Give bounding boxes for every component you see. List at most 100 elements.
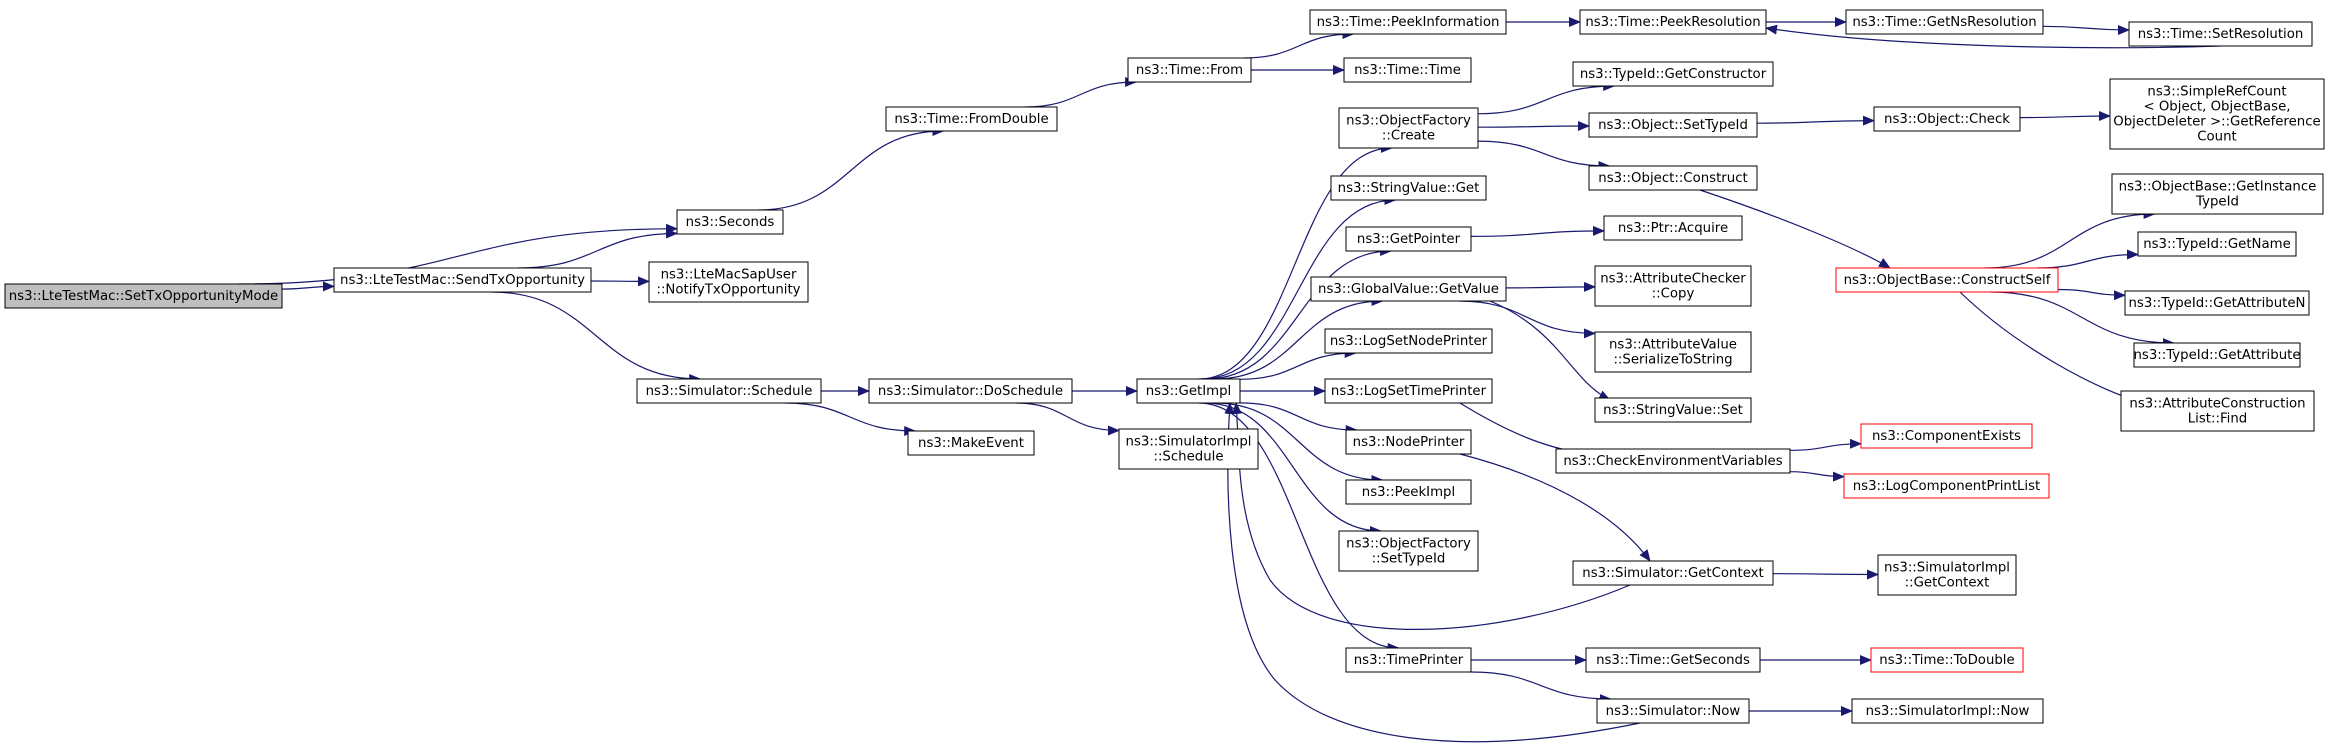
node-objsettypeid[interactable]: ns3::Object::SetTypeId xyxy=(1588,112,1758,138)
node-doschedule[interactable]: ns3::Simulator::DoSchedule xyxy=(868,378,1073,404)
node-getattribute[interactable]: ns3::TypeId::GetAttribute xyxy=(2133,342,2301,368)
node-box[interactable] xyxy=(1345,226,1472,252)
node-ofcreate[interactable]: ns3::ObjectFactory::Create xyxy=(1338,107,1479,149)
node-getattributen[interactable]: ns3::TypeId::GetAttributeN xyxy=(2124,290,2310,316)
node-box[interactable] xyxy=(1345,647,1472,673)
node-todouble[interactable]: ns3::Time::ToDouble xyxy=(1870,647,2024,673)
node-box[interactable] xyxy=(1860,423,2033,449)
node-box[interactable] xyxy=(1594,265,1752,307)
node-box[interactable] xyxy=(1136,378,1241,404)
node-box[interactable] xyxy=(1572,61,1774,87)
node-box[interactable] xyxy=(1843,473,2050,499)
node-box[interactable] xyxy=(1345,479,1472,505)
node-logcompprint[interactable]: ns3::LogComponentPrintList xyxy=(1843,473,2050,499)
node-objconstruct[interactable]: ns3::Object::Construct xyxy=(1588,165,1758,191)
node-notifytx[interactable]: ns3::LteMacSapUser::NotifyTxOpportunity xyxy=(648,261,809,303)
node-getimpl[interactable]: ns3::GetImpl xyxy=(1136,378,1241,404)
node-simimplgetctx[interactable]: ns3::SimulatorImpl::GetContext xyxy=(1877,554,2017,596)
node-box[interactable] xyxy=(636,378,822,404)
node-attrvalue[interactable]: ns3::AttributeValue::SerializeToString xyxy=(1594,331,1752,373)
node-box[interactable] xyxy=(2124,290,2310,316)
node-box[interactable] xyxy=(1572,560,1774,586)
node-constructself[interactable]: ns3::ObjectBase::ConstructSelf xyxy=(1835,267,2059,293)
node-box[interactable] xyxy=(1324,378,1493,404)
node-schedule[interactable]: ns3::Simulator::Schedule xyxy=(636,378,822,404)
node-box[interactable] xyxy=(1603,215,1743,241)
node-fromdouble[interactable]: ns3::Time::FromDouble xyxy=(885,106,1058,132)
node-box[interactable] xyxy=(885,106,1058,132)
node-setres[interactable]: ns3::Time::SetResolution xyxy=(2128,21,2313,47)
node-box[interactable] xyxy=(907,430,1035,456)
node-sendtx[interactable]: ns3::LteTestMac::SendTxOpportunity xyxy=(333,267,592,293)
node-timetime[interactable]: ns3::Time::Time xyxy=(1343,57,1472,83)
node-box[interactable] xyxy=(2133,342,2301,368)
node-timefrom[interactable]: ns3::Time::From xyxy=(1127,57,1252,83)
node-simnow[interactable]: ns3::Simulator::Now xyxy=(1596,698,1750,724)
node-box[interactable] xyxy=(1845,9,2044,35)
node-getconstructor[interactable]: ns3::TypeId::GetConstructor xyxy=(1572,61,1774,87)
node-box[interactable] xyxy=(1835,267,2059,293)
node-timegetseconds[interactable]: ns3::Time::GetSeconds xyxy=(1585,647,1761,673)
node-box[interactable] xyxy=(1309,9,1507,35)
node-box[interactable] xyxy=(333,267,592,293)
node-box[interactable] xyxy=(1870,647,2024,673)
node-timeprinter[interactable]: ns3::TimePrinter xyxy=(1345,647,1472,673)
node-box[interactable] xyxy=(1118,428,1259,470)
node-box[interactable] xyxy=(1877,554,2017,596)
node-seconds[interactable]: ns3::Seconds xyxy=(676,209,784,235)
node-box[interactable] xyxy=(1851,698,2044,724)
node-componentexists[interactable]: ns3::ComponentExists xyxy=(1860,423,2033,449)
node-logsetnode[interactable]: ns3::LogSetNodePrinter xyxy=(1324,328,1493,354)
node-peekinfo[interactable]: ns3::Time::PeekInformation xyxy=(1309,9,1507,35)
node-box[interactable] xyxy=(1585,647,1761,673)
node-box[interactable] xyxy=(2111,173,2324,215)
node-logsettime[interactable]: ns3::LogSetTimePrinter xyxy=(1324,378,1493,404)
node-box[interactable] xyxy=(1127,57,1252,83)
node-box[interactable] xyxy=(1330,175,1487,201)
node-typeidgetname[interactable]: ns3::TypeId::GetName xyxy=(2137,231,2297,257)
node-box[interactable] xyxy=(1588,165,1758,191)
node-ptracquire[interactable]: ns3::Ptr::Acquire xyxy=(1603,215,1743,241)
node-box[interactable] xyxy=(648,261,809,303)
node-box[interactable] xyxy=(1338,530,1479,572)
node-getnsres[interactable]: ns3::Time::GetNsResolution xyxy=(1845,9,2044,35)
node-simplerefcount[interactable]: ns3::SimpleRefCount< Object, ObjectBase,… xyxy=(2109,78,2325,150)
node-box[interactable] xyxy=(1324,328,1493,354)
node-gvgetvalue[interactable]: ns3::GlobalValue::GetValue xyxy=(1310,276,1507,302)
node-box[interactable] xyxy=(2137,231,2297,257)
node-box[interactable] xyxy=(1594,331,1752,373)
node-box[interactable] xyxy=(2120,390,2315,432)
node-box[interactable] xyxy=(1310,276,1507,302)
node-attrchecker[interactable]: ns3::AttributeChecker::Copy xyxy=(1594,265,1752,307)
node-makeevent[interactable]: ns3::MakeEvent xyxy=(907,430,1035,456)
node-root[interactable]: ns3::LteTestMac::SetTxOpportunityMode xyxy=(4,283,283,309)
node-box[interactable] xyxy=(1345,429,1472,455)
node-box[interactable] xyxy=(1343,57,1472,83)
node-box[interactable] xyxy=(676,209,784,235)
node-simgetcontext[interactable]: ns3::Simulator::GetContext xyxy=(1572,560,1774,586)
node-box[interactable] xyxy=(2128,21,2313,47)
node-getpointer[interactable]: ns3::GetPointer xyxy=(1345,226,1472,252)
node-box[interactable] xyxy=(1873,106,2021,132)
node-strvalset[interactable]: ns3::StringValue::Set xyxy=(1594,397,1752,423)
node-box[interactable] xyxy=(4,283,283,309)
node-simimplnow[interactable]: ns3::SimulatorImpl::Now xyxy=(1851,698,2044,724)
node-peekres[interactable]: ns3::Time::PeekResolution xyxy=(1579,9,1767,35)
node-box[interactable] xyxy=(1555,448,1791,474)
node-box[interactable] xyxy=(868,378,1073,404)
node-objcheck[interactable]: ns3::Object::Check xyxy=(1873,106,2021,132)
node-box[interactable] xyxy=(2109,78,2325,150)
node-box[interactable] xyxy=(1596,698,1750,724)
node-ofsettypeid[interactable]: ns3::ObjectFactory::SetTypeId xyxy=(1338,530,1479,572)
node-peekimpl[interactable]: ns3::PeekImpl xyxy=(1345,479,1472,505)
node-checkenv[interactable]: ns3::CheckEnvironmentVariables xyxy=(1555,448,1791,474)
node-simimplsched[interactable]: ns3::SimulatorImpl::Schedule xyxy=(1118,428,1259,470)
node-box[interactable] xyxy=(1579,9,1767,35)
node-nodeprinter[interactable]: ns3::NodePrinter xyxy=(1345,429,1472,455)
node-box[interactable] xyxy=(1594,397,1752,423)
node-box[interactable] xyxy=(1338,107,1479,149)
node-box[interactable] xyxy=(1588,112,1758,138)
node-strvalget[interactable]: ns3::StringValue::Get xyxy=(1330,175,1487,201)
